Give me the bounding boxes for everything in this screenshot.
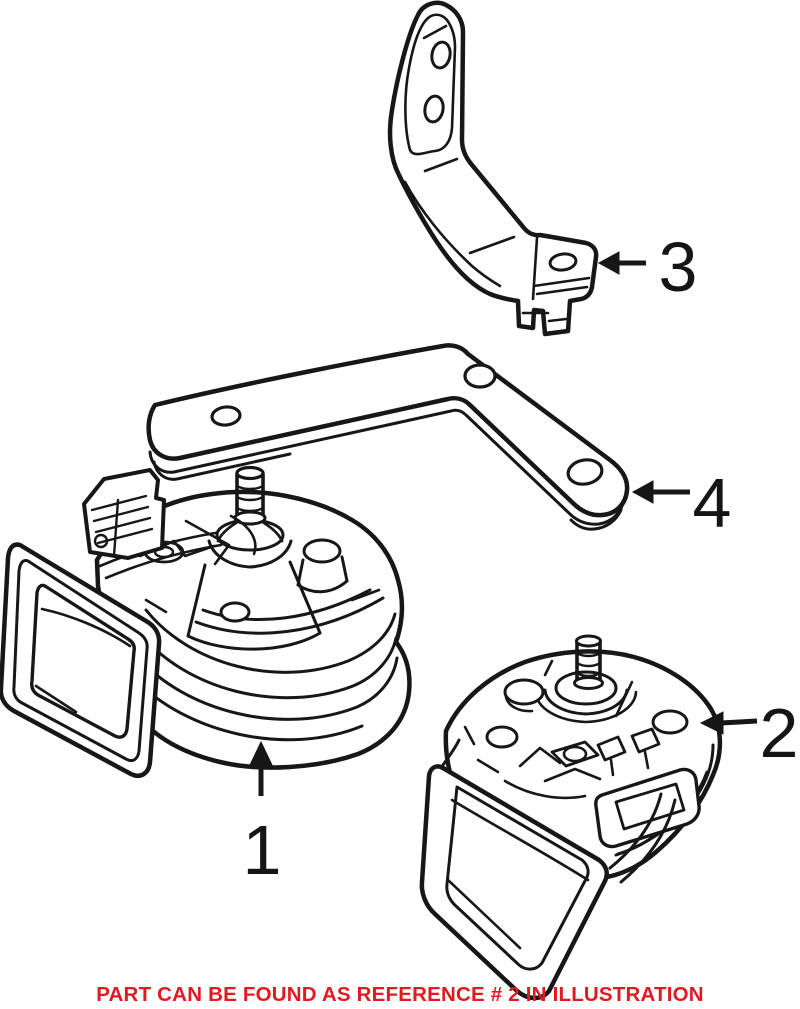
part-2-connector [594, 767, 701, 849]
callout-arrow-1 [249, 740, 273, 796]
part-3-hole-top [430, 40, 452, 70]
part-2-trumpet [419, 738, 677, 1001]
part-2-stud [573, 634, 604, 690]
part-1-stud [216, 465, 284, 543]
part-3-upper-bracket [387, 0, 599, 337]
part-1-horn [0, 465, 412, 779]
part-4-outline [146, 343, 630, 518]
callout-label-2: 2 [760, 694, 799, 772]
callout-label-4: 4 [693, 464, 732, 542]
callout-label-1: 1 [243, 811, 282, 889]
caption-text: PART CAN BE FOUND AS REFERENCE # 2 IN IL… [96, 983, 704, 1006]
part-4-hole-right [566, 458, 604, 486]
part-3-outline [387, 0, 599, 337]
callout-arrows [249, 251, 758, 796]
part-1-lug-hole [302, 538, 342, 564]
callout-label-3: 3 [659, 228, 698, 306]
part-4-hole-left [210, 405, 242, 427]
part-4-hole-middle [463, 363, 497, 389]
part-3-hole-bottom [423, 94, 445, 124]
part-4-flat-bracket [146, 343, 630, 531]
callout-arrow-4 [631, 480, 690, 504]
part-1-connector [82, 468, 166, 560]
part-2-hole-right [651, 709, 689, 735]
part-3-end-hole [548, 252, 578, 272]
part-1-pedestal [186, 560, 322, 651]
part-1-right-lug [296, 555, 349, 594]
part-1-bolt-hole [219, 601, 251, 623]
part-2-hole-left [485, 725, 519, 749]
callout-arrow-3 [597, 251, 646, 275]
part-3-details [403, 13, 591, 323]
part-2-pad-top-left [503, 678, 545, 706]
part-1-bell [0, 542, 162, 779]
part-2-mechanism-lines [463, 659, 634, 800]
part-4-thickness-lines [148, 408, 626, 531]
part-2-horn [419, 634, 723, 1001]
callout-arrow-2 [699, 711, 758, 735]
part-1-rim-lines [133, 588, 399, 742]
